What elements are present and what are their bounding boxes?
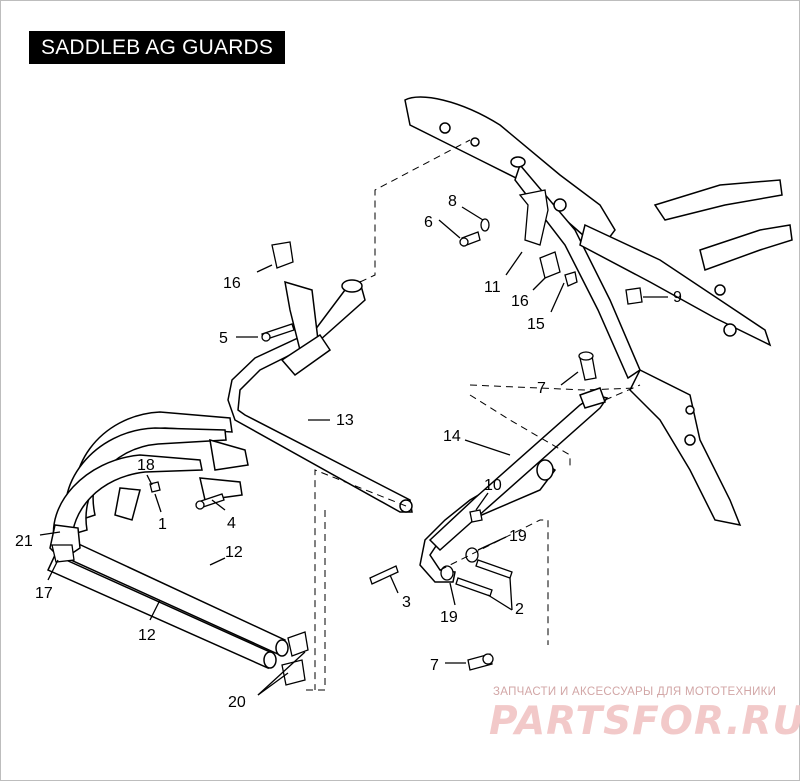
callout-16-upper: 16 bbox=[223, 275, 241, 292]
callout-19-upper: 19 bbox=[509, 528, 527, 545]
guard-14 bbox=[419, 387, 609, 583]
callout-13: 13 bbox=[336, 412, 354, 429]
callout-19-lower: 19 bbox=[440, 609, 458, 626]
callout-15: 15 bbox=[527, 316, 545, 333]
callout-17: 17 bbox=[35, 585, 53, 602]
callout-6: 6 bbox=[424, 214, 433, 231]
callout-12-upper: 12 bbox=[225, 544, 243, 561]
callout-9: 9 bbox=[673, 289, 682, 306]
saddlebag-rails bbox=[46, 411, 289, 670]
diagram-title: SADDLEB AG GUARDS bbox=[29, 31, 286, 64]
callout-16-right: 16 bbox=[511, 293, 529, 310]
callout-18: 18 bbox=[137, 457, 155, 474]
callout-1: 1 bbox=[158, 516, 167, 533]
callout-7-lower: 7 bbox=[430, 657, 439, 674]
watermark-logo: PARTSFOR.RU bbox=[489, 699, 800, 744]
assembly-guide-lines bbox=[305, 139, 641, 691]
watermark-caption: ЗАПЧАСТИ И АКСЕССУАРЫ ДЛЯ МОТОТЕХНИКИ bbox=[493, 686, 777, 698]
hardware-parts bbox=[51, 189, 643, 686]
guard-13 bbox=[227, 279, 413, 513]
callout-3: 3 bbox=[402, 594, 411, 611]
leader-lines bbox=[39, 206, 668, 696]
callout-7-upper: 7 bbox=[537, 380, 546, 397]
callout-4: 4 bbox=[227, 515, 236, 532]
callout-21: 21 bbox=[15, 533, 33, 550]
callout-2: 2 bbox=[515, 601, 524, 618]
callout-14: 14 bbox=[443, 428, 461, 445]
callout-5: 5 bbox=[219, 330, 228, 347]
callout-20: 20 bbox=[228, 694, 246, 711]
callout-labels: 16 5 6 8 11 16 15 9 7 18 1 4 13 14 10 19… bbox=[15, 193, 682, 711]
callout-12-lower: 12 bbox=[138, 627, 156, 644]
callout-10: 10 bbox=[484, 477, 502, 494]
callout-8: 8 bbox=[448, 193, 457, 210]
callout-11: 11 bbox=[484, 279, 501, 296]
motorcycle-frame bbox=[404, 96, 793, 527]
